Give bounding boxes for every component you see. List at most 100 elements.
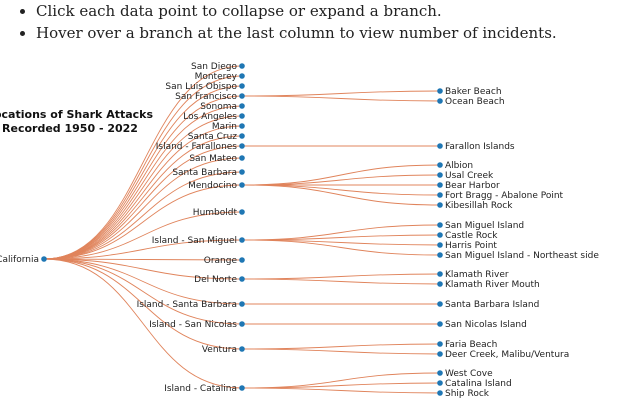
location-node-dot[interactable] bbox=[437, 202, 443, 208]
county-node[interactable]: San Luis Obispo bbox=[165, 82, 245, 92]
location-node[interactable]: Ocean Beach bbox=[437, 97, 505, 107]
county-node-dot[interactable] bbox=[239, 209, 245, 215]
county-node-label: Island - Santa Barbara bbox=[137, 300, 237, 310]
location-node[interactable]: Catalina Island bbox=[437, 379, 512, 389]
location-node[interactable]: San Miguel Island bbox=[437, 221, 524, 231]
location-node[interactable]: Bear Harbor bbox=[437, 181, 500, 191]
county-node-dot[interactable] bbox=[239, 113, 245, 119]
location-node[interactable]: Usal Creek bbox=[437, 171, 494, 181]
county-node[interactable]: Ventura bbox=[202, 345, 245, 355]
county-node[interactable]: Sonoma bbox=[200, 102, 245, 112]
location-node[interactable]: Santa Barbara Island bbox=[437, 300, 539, 310]
location-node-dot[interactable] bbox=[437, 192, 443, 198]
location-node-dot[interactable] bbox=[437, 351, 443, 357]
location-node-dot[interactable] bbox=[437, 341, 443, 347]
county-node[interactable]: Island - Santa Barbara bbox=[137, 300, 245, 310]
location-node-label: Harris Point bbox=[445, 241, 497, 251]
county-node-dot[interactable] bbox=[239, 123, 245, 129]
county-node[interactable]: Island - Catalina bbox=[164, 384, 245, 394]
location-node[interactable]: Klamath River bbox=[437, 270, 509, 280]
location-node-dot[interactable] bbox=[437, 321, 443, 327]
location-node-dot[interactable] bbox=[437, 222, 443, 228]
location-node-dot[interactable] bbox=[437, 390, 443, 396]
tree-links bbox=[43, 65, 441, 394]
location-node-dot[interactable] bbox=[437, 172, 443, 178]
location-node-dot[interactable] bbox=[437, 232, 443, 238]
root-node-california-label: California bbox=[0, 255, 39, 265]
county-node-label: San Francisco bbox=[175, 92, 237, 102]
county-node-label: Monterey bbox=[195, 72, 238, 82]
county-node[interactable]: San Diego bbox=[191, 62, 245, 72]
location-node-dot[interactable] bbox=[437, 301, 443, 307]
link-county-to-location bbox=[241, 184, 441, 196]
root-node-california-dot[interactable] bbox=[41, 256, 47, 262]
county-node-label: Island - Catalina bbox=[164, 384, 237, 394]
county-node-dot[interactable] bbox=[239, 63, 245, 69]
location-node[interactable]: San Nicolas Island bbox=[437, 320, 527, 330]
location-node[interactable]: Kibesillah Rock bbox=[437, 201, 513, 211]
location-node-dot[interactable] bbox=[437, 242, 443, 248]
location-node-dot[interactable] bbox=[437, 162, 443, 168]
county-node-dot[interactable] bbox=[239, 143, 245, 149]
location-node-dot[interactable] bbox=[437, 380, 443, 386]
county-node-dot[interactable] bbox=[239, 169, 245, 175]
county-node-dot[interactable] bbox=[239, 346, 245, 352]
link-root-to-county bbox=[43, 65, 243, 260]
county-node[interactable]: Island - Farallones bbox=[156, 142, 245, 152]
county-node-dot[interactable] bbox=[239, 73, 245, 79]
location-node[interactable]: Fort Bragg - Abalone Point bbox=[437, 191, 564, 201]
county-node[interactable]: Humboldt bbox=[193, 208, 245, 218]
county-node[interactable]: Santa Cruz bbox=[188, 132, 245, 142]
location-node-dot[interactable] bbox=[437, 88, 443, 94]
county-node-dot[interactable] bbox=[239, 321, 245, 327]
county-node-dot[interactable] bbox=[239, 93, 245, 99]
location-node-dot[interactable] bbox=[437, 98, 443, 104]
county-node[interactable]: Del Norte bbox=[194, 275, 245, 285]
county-node[interactable]: Monterey bbox=[195, 72, 245, 82]
root-node-california[interactable]: California bbox=[0, 255, 47, 265]
location-node[interactable]: Ship Rock bbox=[437, 389, 490, 399]
link-root-to-county bbox=[43, 239, 243, 260]
county-node[interactable]: Island - San Miguel bbox=[152, 236, 245, 246]
county-node-dot[interactable] bbox=[239, 385, 245, 391]
county-node[interactable]: Mendocino bbox=[188, 181, 245, 191]
location-node[interactable]: Harris Point bbox=[437, 241, 497, 251]
county-node[interactable]: Marin bbox=[212, 122, 245, 132]
link-root-to-county bbox=[43, 85, 243, 260]
county-node-dot[interactable] bbox=[239, 155, 245, 161]
location-node[interactable]: West Cove bbox=[437, 369, 493, 379]
county-node[interactable]: Santa Barbara bbox=[172, 168, 245, 178]
location-node-dot[interactable] bbox=[437, 281, 443, 287]
county-node[interactable]: San Francisco bbox=[175, 92, 245, 102]
location-node[interactable]: Farallon Islands bbox=[437, 142, 515, 152]
location-node-dot[interactable] bbox=[437, 271, 443, 277]
county-node-dot[interactable] bbox=[239, 257, 245, 263]
county-node-label: San Mateo bbox=[189, 154, 237, 164]
location-node[interactable]: Albion bbox=[437, 161, 473, 171]
county-node-dot[interactable] bbox=[239, 237, 245, 243]
county-node-dot[interactable] bbox=[239, 133, 245, 139]
county-node[interactable]: San Mateo bbox=[189, 154, 245, 164]
link-root-to-county bbox=[43, 258, 243, 325]
link-root-to-county bbox=[43, 157, 243, 260]
county-node-dot[interactable] bbox=[239, 83, 245, 89]
location-node-dot[interactable] bbox=[437, 143, 443, 149]
location-node[interactable]: Baker Beach bbox=[437, 87, 502, 97]
county-node-dot[interactable] bbox=[239, 103, 245, 109]
location-node[interactable]: San Miguel Island - Northeast side bbox=[437, 251, 599, 261]
county-node-label: Island - San Miguel bbox=[152, 236, 237, 246]
location-node-dot[interactable] bbox=[437, 252, 443, 258]
county-node-dot[interactable] bbox=[239, 182, 245, 188]
county-node[interactable]: Los Angeles bbox=[183, 112, 245, 122]
location-node-dot[interactable] bbox=[437, 182, 443, 188]
location-node[interactable]: Deer Creek, Malibu/Ventura bbox=[437, 350, 569, 360]
county-node[interactable]: Island - San Nicolas bbox=[149, 320, 245, 330]
location-node[interactable]: Klamath River Mouth bbox=[437, 280, 540, 290]
county-node-dot[interactable] bbox=[239, 276, 245, 282]
link-root-to-county bbox=[43, 95, 243, 260]
county-node[interactable]: Orange bbox=[204, 256, 245, 266]
location-node[interactable]: Faria Beach bbox=[437, 340, 497, 350]
location-node[interactable]: Castle Rock bbox=[437, 231, 498, 241]
county-node-dot[interactable] bbox=[239, 301, 245, 307]
location-node-dot[interactable] bbox=[437, 370, 443, 376]
